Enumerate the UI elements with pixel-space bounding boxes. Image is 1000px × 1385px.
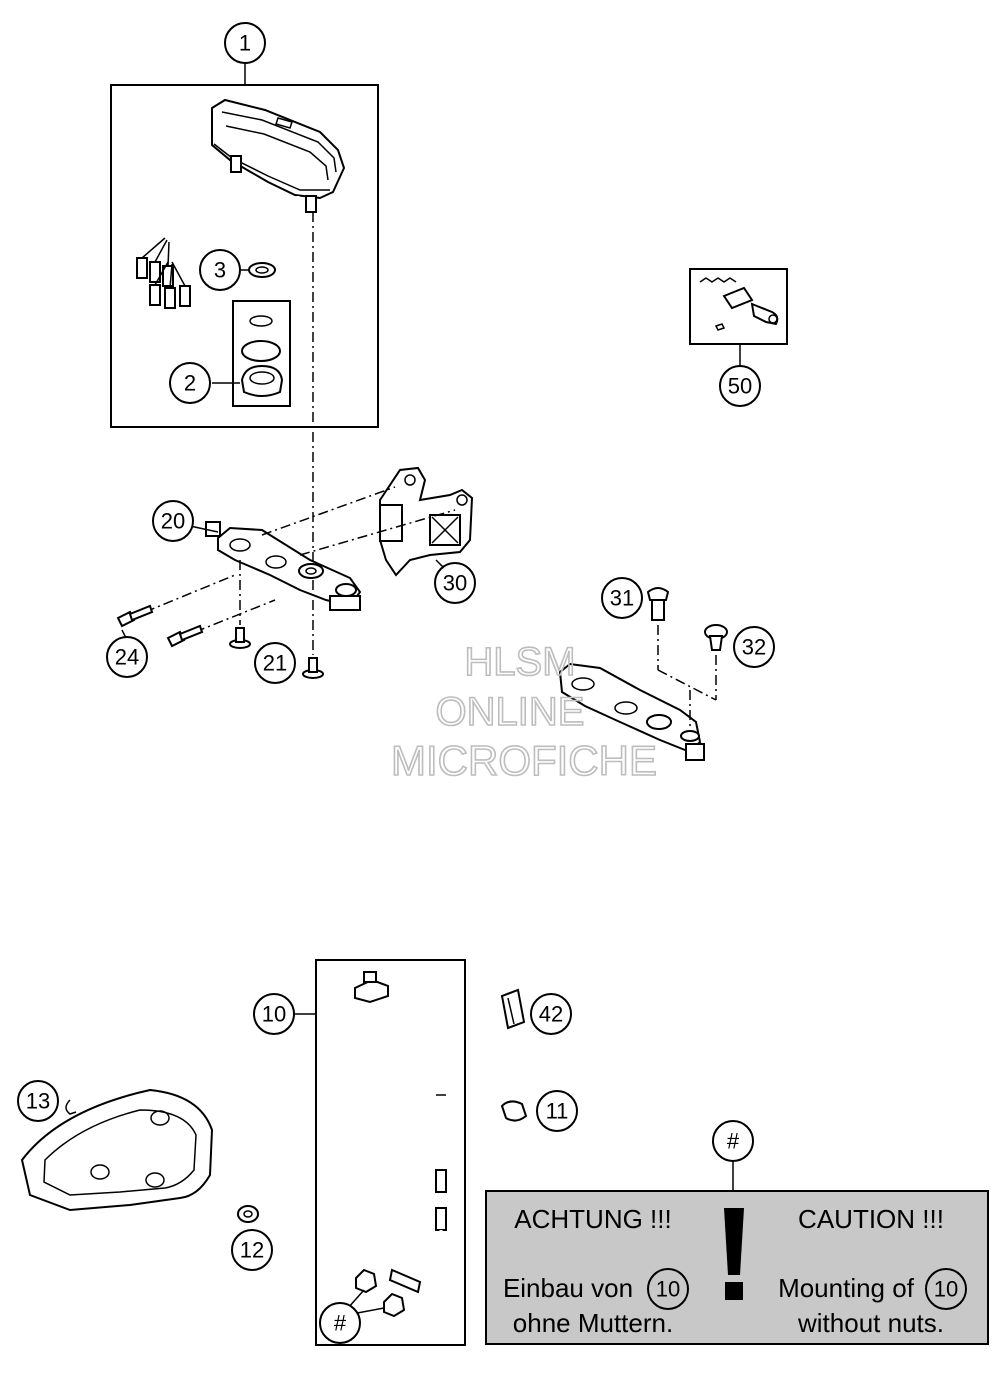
instrument-cluster-box — [110, 84, 379, 428]
clip-drawing — [500, 988, 526, 1030]
caution-notice: ACHTUNG !!! Einbau von ohne Muttern. CAU… — [485, 1160, 989, 1345]
caution-en-line1: Mounting of — [778, 1273, 915, 1303]
callout-1: 1 — [239, 31, 251, 56]
callout-31: 31 — [610, 586, 634, 611]
callout-21: 21 — [263, 651, 287, 676]
callout-32: 32 — [742, 635, 766, 660]
callout-12: 12 — [240, 1238, 264, 1263]
callout-10: 10 — [262, 1002, 286, 1027]
grommet-drawing — [248, 262, 276, 278]
callout-20: 20 — [161, 509, 185, 534]
watermark: HLSM ONLINE MICROFICHE — [390, 639, 658, 785]
callout-30: 30 — [443, 571, 467, 596]
caution-de-line2: ohne Muttern. — [513, 1308, 673, 1338]
callout-42: 42 — [539, 1002, 563, 1027]
watermark-line1: HLSM — [464, 640, 575, 684]
speedometer-drawing — [211, 98, 346, 213]
caution-de-line1: Einbau von — [503, 1273, 633, 1303]
handlebar-bracket-group — [116, 466, 474, 679]
callout-11: 11 — [546, 1099, 569, 1124]
screw-drawing — [229, 627, 324, 679]
mounting-kit-box — [232, 300, 291, 407]
callout-hash-top: # — [727, 1129, 740, 1154]
callout-2: 2 — [184, 371, 196, 396]
cable-holder-drawing — [500, 1100, 528, 1122]
bolt-drawing — [116, 604, 204, 648]
speed-sensor-box — [315, 959, 466, 1346]
speed-sensor-group — [295, 959, 466, 1346]
watermark-line2: ONLINE — [436, 690, 585, 734]
spacer-drawing — [237, 1205, 259, 1223]
instrument-cluster-group — [110, 60, 379, 428]
caution-de-title: ACHTUNG !!! — [514, 1204, 671, 1234]
watermark-line3: MICROFICHE — [391, 737, 657, 784]
exclamation-icon — [724, 1208, 744, 1300]
caution-en-ref: 10 — [934, 1277, 958, 1302]
callout-13: 13 — [26, 1089, 50, 1114]
callout-50: 50 — [728, 374, 752, 399]
connectors-drawing — [136, 237, 191, 309]
callouts: 1 3 2 50 20 30 24 21 31 32 10 42 11 13 1… — [17, 22, 775, 1344]
caution-en-title: CAUTION !!! — [798, 1204, 944, 1234]
sensor-disc-drawing — [20, 1088, 214, 1212]
callout-3: 3 — [214, 258, 226, 283]
callout-24: 24 — [115, 645, 139, 670]
caution-en-line2: without nuts. — [797, 1308, 944, 1338]
caution-de-ref: 10 — [656, 1277, 680, 1302]
callout-hash-bottom: # — [334, 1311, 347, 1336]
lock-set-box — [689, 268, 788, 345]
lock-set-group — [689, 268, 788, 372]
lower-clamp-group — [558, 587, 728, 761]
nut-drawing — [355, 1268, 378, 1294]
